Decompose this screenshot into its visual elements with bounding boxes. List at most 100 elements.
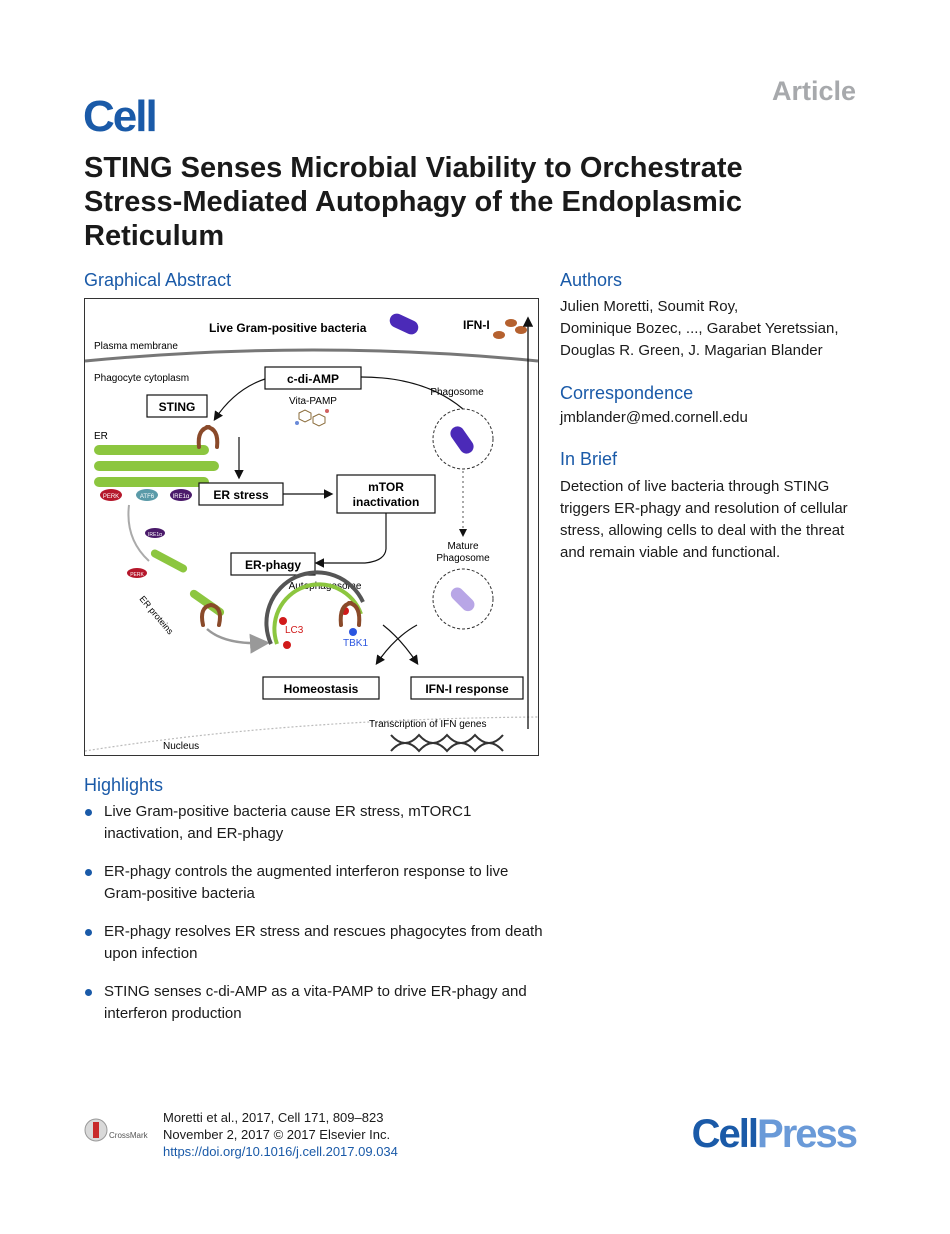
plasma-membrane-label: Plasma membrane [94, 341, 178, 352]
nucleus-membrane-line [84, 716, 539, 752]
cellpress-logo-cell: Cell [691, 1112, 759, 1156]
mature-phagosome-label-line2: Phagosome [436, 553, 490, 564]
er-fragment [189, 589, 225, 617]
lc3-label: LC3 [285, 625, 304, 636]
bacteria-icon [389, 313, 419, 335]
mature-phagosome-circle [432, 568, 494, 630]
mtor-label-line2: inactivation [353, 495, 420, 509]
perk-fragment-icon [127, 568, 147, 578]
ifn-molecule-icon [493, 331, 505, 339]
erphagy-label: ER-phagy [245, 558, 301, 572]
highlights-list: Live Gram-positive bacteria cause ER str… [84, 801, 544, 1041]
homeostasis-label: Homeostasis [284, 682, 359, 696]
ire1-label: IRE1α [173, 494, 190, 500]
phagosome-bacteria-icon [450, 426, 474, 454]
cellpress-logo: CellPress [691, 1112, 858, 1157]
perk-fragment-label: PERK [130, 572, 144, 578]
atf6-sensor-icon [136, 489, 158, 501]
highlight-text: ER-phagy controls the augmented interfer… [104, 863, 509, 902]
atf6-label: ATF6 [140, 494, 155, 500]
crossmark-icon: CrossMark [84, 1118, 149, 1142]
er-label: ER [94, 431, 108, 442]
graphical-abstract-figure: Live Gram-positive bacteria IFN-I Plasma… [84, 298, 539, 756]
bullet-icon [85, 989, 92, 996]
in-brief-heading: In Brief [560, 449, 618, 469]
citation-line: Moretti et al., 2017, Cell 171, 809–823 [163, 1110, 384, 1125]
highlight-item: ER-phagy resolves ER stress and rescues … [84, 921, 544, 965]
bacteria-label: Live Gram-positive bacteria [209, 321, 367, 335]
sting-box [146, 394, 208, 418]
highlight-item: Live Gram-positive bacteria cause ER str… [84, 801, 544, 845]
authors-heading: Authors [560, 270, 623, 290]
ire1-fragment-label: IRE1α [148, 532, 162, 538]
bullet-icon [85, 809, 92, 816]
dna-helix-icon [390, 733, 504, 753]
bullet-icon [85, 869, 92, 876]
ire1-sensor-icon [170, 489, 192, 501]
ifn-label: IFN-I [463, 318, 490, 332]
author-line: Dominique Bozec, ..., Garabet Yeretssian… [560, 320, 839, 337]
erstress-label: ER stress [213, 488, 269, 502]
er-fragment [150, 549, 188, 573]
tbk1-dot [349, 628, 357, 636]
er-to-autophagosome-arrow [206, 628, 270, 654]
vitapamp-label: Vita-PAMP [289, 396, 337, 407]
mature-phagosome-label-line1: Mature [447, 541, 479, 552]
date-copyright-line: November 2, 2017 © 2017 Elsevier Inc. [163, 1127, 391, 1142]
vitapamp-molecule-icon [295, 409, 329, 427]
highlight-text: ER-phagy resolves ER stress and rescues … [104, 923, 543, 962]
ifn-response-box [410, 676, 524, 700]
graphical-abstract-diagram: Live Gram-positive bacteria IFN-I Plasma… [84, 313, 539, 753]
crossmark-logo[interactable]: CrossMark [84, 1116, 158, 1151]
highlight-text: Live Gram-positive bacteria cause ER str… [104, 803, 472, 842]
lc3-dot [283, 641, 291, 649]
ifn-response-label: IFN-I response [425, 682, 509, 696]
phagosome-label: Phagosome [430, 387, 484, 398]
correspondence-heading: Correspondence [560, 383, 694, 403]
homeostasis-box [262, 676, 380, 700]
highlight-item: STING senses c-di-AMP as a vita-PAMP to … [84, 981, 544, 1025]
cdiamp-to-sting-arrow [213, 378, 266, 421]
er-proteins-label: ER proteins [137, 594, 175, 637]
phagosome-circle [432, 408, 494, 470]
sting-fragment-icon [200, 603, 222, 627]
perk-sensor-icon [100, 489, 122, 501]
correspondence-email[interactable]: jmblander@med.cornell.edu [560, 409, 748, 426]
tbk1-label: TBK1 [343, 638, 368, 649]
autophagosome-outer-membrane [264, 570, 365, 645]
autophagosome-to-homeostasis-arrow [375, 624, 418, 665]
bullet-icon [85, 929, 92, 936]
cdiamp-box [264, 366, 362, 390]
phagosome-to-cdiamp-arc [360, 376, 464, 410]
sting-dimer-icon [196, 425, 220, 449]
er-membrane [94, 445, 219, 487]
highlight-item: ER-phagy controls the augmented interfer… [84, 861, 544, 905]
mtor-to-erphagy-arrow [314, 513, 387, 568]
erphagy-box [230, 552, 316, 576]
cdiamp-label: c-di-AMP [287, 372, 339, 386]
cellpress-logo-press: Press [757, 1112, 858, 1156]
degraded-bacteria-icon [450, 587, 475, 612]
in-brief-text: Detection of live bacteria through STING… [560, 478, 848, 561]
author-line: Douglas R. Green, J. Magarian Blander [560, 342, 823, 359]
doi-link[interactable]: https://doi.org/10.1016/j.cell.2017.09.0… [163, 1144, 398, 1159]
mtor-label-line1: mTOR [368, 480, 404, 494]
er-fragment-path [127, 504, 150, 562]
authors-list: Julien Moretti, Soumit Roy, Dominique Bo… [560, 296, 880, 362]
highlights-heading: Highlights [84, 775, 164, 795]
autophagosome-inner-membrane [272, 582, 363, 645]
sting-label: STING [159, 400, 196, 414]
plasma-membrane-line [84, 348, 539, 363]
perk-label: PERK [103, 494, 119, 500]
article-title: STING Senses Microbial Viability to Orch… [84, 152, 743, 252]
author-line: Julien Moretti, Soumit Roy, [560, 298, 739, 315]
nucleus-label: Nucleus [163, 741, 199, 752]
transcription-label: Transcription of IFN genes [369, 719, 486, 730]
autophagosome-to-ifn-arrow [382, 624, 419, 665]
ire1-fragment-icon [145, 528, 165, 538]
sting-autophagosome-icon [338, 601, 362, 627]
mtor-box [336, 474, 436, 514]
article-type-label: Article [771, 76, 856, 106]
cell-journal-logo: Cell [83, 92, 158, 141]
lc3-dot [279, 617, 287, 625]
